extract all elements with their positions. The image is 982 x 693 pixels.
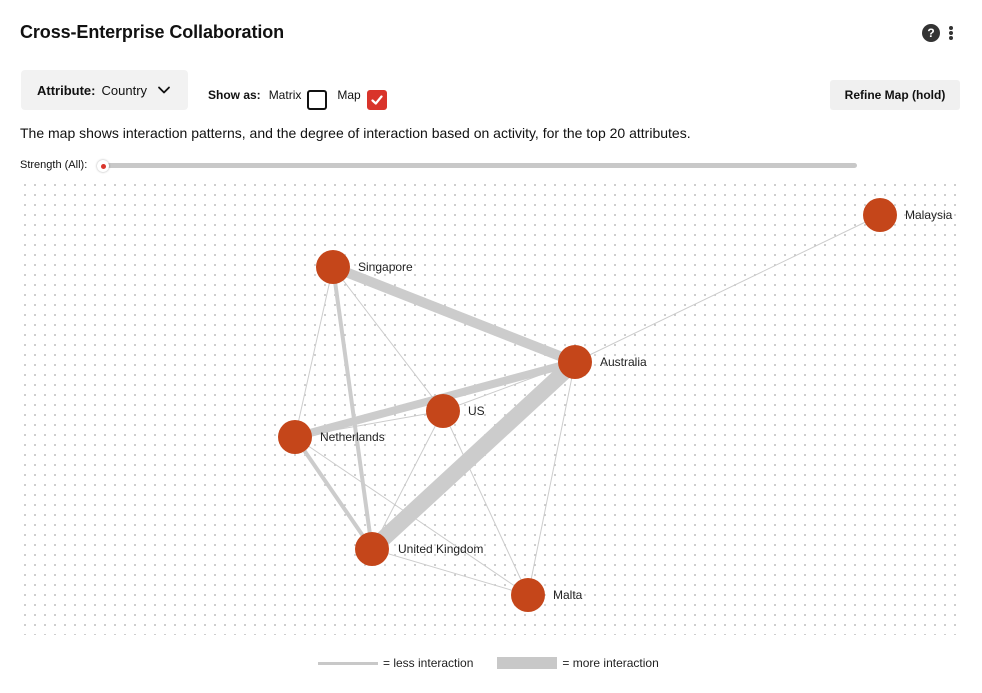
attribute-dropdown[interactable]: Attribute: Country xyxy=(21,70,188,110)
legend-more-label: = more interaction xyxy=(562,656,659,670)
edge-australia-malaysia xyxy=(574,214,881,363)
attribute-value: Country xyxy=(101,82,148,98)
legend: = less interaction = more interaction xyxy=(318,656,659,670)
edge-us-united-kingdom xyxy=(371,410,444,550)
matrix-checkbox[interactable] xyxy=(307,90,328,110)
edge-singapore-us xyxy=(332,266,444,412)
chevron-down-icon xyxy=(158,86,170,94)
network-map-area xyxy=(20,180,960,635)
node-label-malta: Malta xyxy=(553,588,583,602)
map-checkbox[interactable] xyxy=(366,90,387,110)
matrix-option-label: Matrix xyxy=(268,88,302,102)
node-united-kingdom[interactable] xyxy=(355,532,389,566)
edge-netherlands-malta xyxy=(294,436,529,596)
page-title: Cross-Enterprise Collaboration xyxy=(20,22,285,42)
edge-singapore-australia xyxy=(331,262,577,367)
attribute-label: Attribute: xyxy=(37,82,96,98)
edge-australia-malta xyxy=(527,361,576,596)
node-label-singapore: Singapore xyxy=(358,260,413,274)
legend-thin-line xyxy=(318,661,378,665)
strength-label: Strength (All): xyxy=(20,159,88,171)
edge-netherlands-united-kingdom xyxy=(293,435,374,551)
node-australia[interactable] xyxy=(558,345,592,379)
node-malta[interactable] xyxy=(511,578,545,612)
edges-layer xyxy=(293,214,881,596)
map-option-label: Map xyxy=(337,88,361,102)
edge-united-kingdom-malta xyxy=(371,548,529,596)
node-label-australia: Australia xyxy=(600,355,647,369)
edge-singapore-netherlands xyxy=(294,266,334,438)
node-singapore[interactable] xyxy=(316,250,350,284)
show-as-label: Show as: xyxy=(208,88,261,102)
help-icon[interactable]: ? xyxy=(922,24,940,42)
strength-slider-handle[interactable] xyxy=(97,160,109,172)
legend-less-label: = less interaction xyxy=(383,656,474,670)
show-as-toggle: Show as: Matrix Map xyxy=(208,80,397,110)
more-options-icon[interactable] xyxy=(948,24,954,42)
node-label-netherlands: Netherlands xyxy=(320,430,385,444)
node-label-united-kingdom: United Kingdom xyxy=(398,542,483,556)
node-label-us: US xyxy=(468,404,485,418)
edge-us-netherlands xyxy=(294,410,444,438)
header-actions: ? xyxy=(922,24,954,42)
node-netherlands[interactable] xyxy=(278,420,312,454)
check-icon xyxy=(371,95,383,105)
node-us[interactable] xyxy=(426,394,460,428)
strength-slider-track[interactable] xyxy=(100,163,857,168)
edge-australia-us xyxy=(442,361,576,412)
edge-australia-united-kingdom xyxy=(366,356,581,555)
node-malaysia[interactable] xyxy=(863,198,897,232)
edge-us-malta xyxy=(442,410,529,596)
legend-thick-line xyxy=(497,657,558,669)
map-description: The map shows interaction patterns, and … xyxy=(20,125,691,141)
refine-map-button[interactable]: Refine Map (hold) xyxy=(830,80,960,110)
edge-singapore-united-kingdom xyxy=(331,266,374,550)
node-label-malaysia: Malaysia xyxy=(905,208,953,222)
